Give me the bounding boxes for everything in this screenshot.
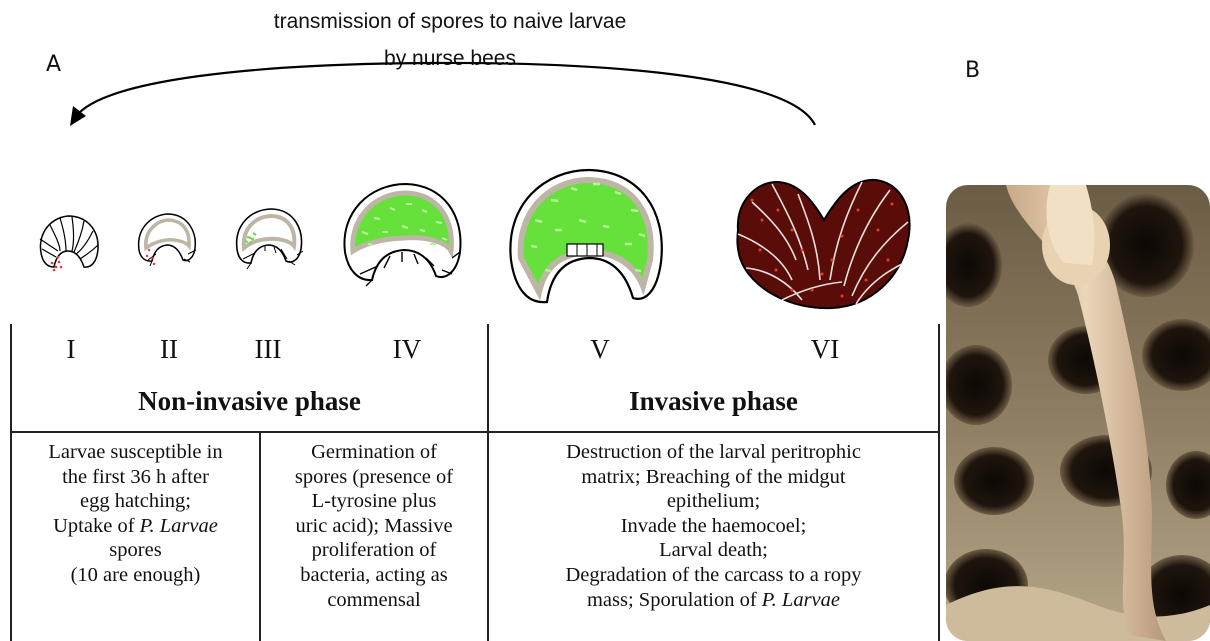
desc1-line-6: (10 are enough): [12, 563, 259, 588]
desc1-line-2: the first 36 h after: [12, 465, 259, 490]
desc3-line-5: Larval death;: [489, 538, 938, 563]
larva-stage-3: [237, 209, 303, 269]
stage-label-3: III: [228, 334, 308, 365]
table-right-border: [938, 324, 940, 641]
larva-stage-5: [510, 170, 661, 302]
stage-label-6: VI: [785, 334, 865, 365]
species-name: P. Larvae: [762, 589, 840, 611]
desc2-line-5: proliferation of: [261, 538, 487, 563]
stage-label-2: II: [129, 334, 209, 365]
desc2-line-7: commensal: [261, 588, 487, 613]
desc3-line-1: Destruction of the larval peritrophic: [489, 440, 938, 465]
stage-label-5: V: [560, 334, 640, 365]
desc2-line-3: L-tyrosine plus: [261, 489, 487, 514]
description-column-2: Germination of spores (presence of L-tyr…: [261, 440, 487, 612]
table-header-rule: [10, 431, 940, 433]
non-invasive-phase-heading: Non-invasive phase: [12, 386, 487, 417]
species-name: P. Larvae: [140, 515, 218, 537]
larva-stage-4: [344, 184, 460, 286]
invasive-phase-heading: Invasive phase: [489, 386, 938, 417]
desc1-line-3: egg hatching;: [12, 489, 259, 514]
desc3-line-6: Degradation of the carcass to a ropy: [489, 563, 938, 588]
desc1-line-1: Larvae susceptible in: [12, 440, 259, 465]
desc3-line-7: mass; Sporulation of P. Larvae: [489, 588, 938, 613]
ropy-mass-photo: [946, 185, 1210, 641]
desc2-line-2: spores (presence of: [261, 465, 487, 490]
larva-stage-6: [737, 180, 909, 308]
desc3-line-3: epithelium;: [489, 489, 938, 514]
desc2-line-6: bacteria, acting as: [261, 563, 487, 588]
desc2-line-4: uric acid); Massive: [261, 514, 487, 539]
larva-stage-2: [139, 214, 196, 266]
desc3-line-4: Invade the haemocoel;: [489, 514, 938, 539]
desc1-line-5: spores: [12, 538, 259, 563]
desc3-line-2: matrix; Breaching of the midgut: [489, 465, 938, 490]
larva-stage-1: [40, 216, 98, 271]
description-column-1: Larvae susceptible in the first 36 h aft…: [12, 440, 259, 588]
stage-label-4: IV: [367, 334, 447, 365]
desc1-line-4: Uptake of P. Larvae: [12, 514, 259, 539]
larval-stages-illustration: [0, 0, 940, 330]
desc2-line-1: Germination of: [261, 440, 487, 465]
description-column-3: Destruction of the larval peritrophic ma…: [489, 440, 938, 612]
stage-label-1: I: [31, 334, 111, 365]
